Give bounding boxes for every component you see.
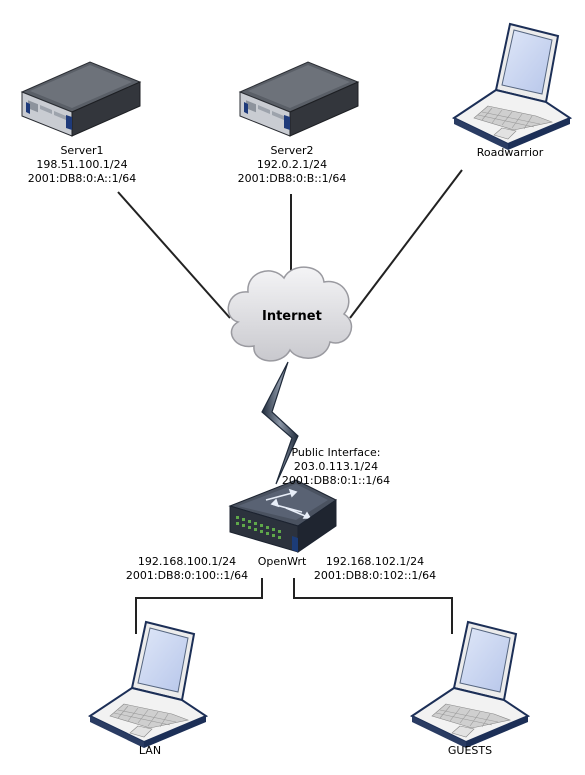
- guests-label: GUESTS: [447, 744, 493, 757]
- lan-label: LAN: [138, 744, 162, 757]
- laptop-icon[interactable]: [411, 621, 529, 749]
- server2-label: Server2 192.0.2.1/24 2001:DB8:0:B::1/64: [232, 144, 352, 186]
- openwrt-public-label: Public Interface: 203.0.113.1/24 2001:DB…: [276, 446, 396, 488]
- openwrt-guests-ipv4: 192.168.102.1/24: [325, 555, 425, 568]
- rack-server-icon[interactable]: [21, 61, 141, 137]
- openwrt-guests-label: 192.168.102.1/24 2001:DB8:0:102::1/64: [310, 555, 440, 583]
- link-server1-internet: [117, 191, 231, 319]
- laptop-icon[interactable]: [89, 621, 207, 749]
- cloud-icon: [227, 266, 353, 362]
- server2-ipv6: 2001:DB8:0:B::1/64: [237, 172, 347, 185]
- internet-label: Internet: [262, 309, 322, 324]
- server1-ipv6: 2001:DB8:0:A::1/64: [27, 172, 137, 185]
- router-switch-icon[interactable]: [228, 479, 337, 553]
- lightning-link-icon: [261, 361, 299, 485]
- openwrt-public-ipv4: 203.0.113.1/24: [293, 460, 379, 473]
- link-openwrt-lan: [135, 578, 263, 634]
- server2-name: Server2: [270, 144, 314, 157]
- roadwarrior-label: Roadwarrior: [476, 146, 544, 159]
- openwrt-lan-ipv4: 192.168.100.1/24: [137, 555, 237, 568]
- openwrt-lan-ipv6: 2001:DB8:0:100::1/64: [125, 569, 249, 582]
- server2-ipv4: 192.0.2.1/24: [256, 158, 328, 171]
- openwrt-guests-ipv6: 2001:DB8:0:102::1/64: [313, 569, 437, 582]
- openwrt-lan-label: 192.168.100.1/24 2001:DB8:0:100::1/64: [122, 555, 252, 583]
- link-roadwarrior-internet: [349, 169, 463, 319]
- openwrt-label: OpenWrt: [257, 555, 307, 568]
- link-openwrt-guests: [293, 578, 453, 634]
- rack-server-icon[interactable]: [239, 61, 359, 137]
- laptop-icon[interactable]: [453, 23, 571, 151]
- openwrt-public-ipv6: 2001:DB8:0:1::1/64: [281, 474, 391, 487]
- server1-name: Server1: [60, 144, 104, 157]
- server1-label: Server1 198.51.100.1/24 2001:DB8:0:A::1/…: [22, 144, 142, 186]
- openwrt-public-title: Public Interface:: [291, 446, 381, 459]
- server1-ipv4: 198.51.100.1/24: [36, 158, 128, 171]
